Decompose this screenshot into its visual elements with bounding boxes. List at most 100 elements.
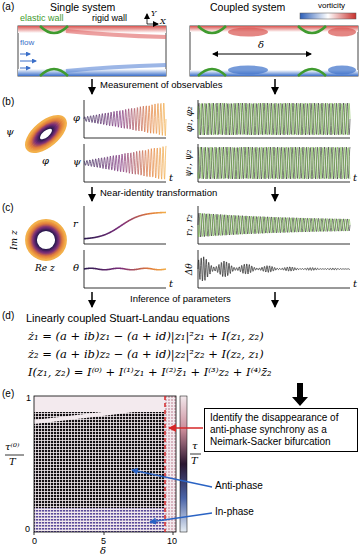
callout-text: Identify the disappearance of anti-phase…: [210, 412, 352, 448]
step-label: Inference of parameters: [130, 294, 231, 305]
axis-label: τ⁽⁰⁾: [5, 441, 19, 453]
flow-arrow: [274, 79, 276, 94]
phase-difference: [198, 257, 350, 281]
step-label: Near-identity transformation: [100, 188, 217, 199]
vortex: [328, 28, 356, 37]
shear-layer: [66, 31, 166, 37]
time-series: [198, 103, 350, 135]
axis-label: Im z: [9, 230, 19, 250]
phase-curve: [84, 268, 166, 270]
flow-arrow: [274, 292, 276, 307]
plot-axes: [198, 144, 350, 182]
phase-portrait: [32, 226, 59, 253]
wall-label: elastic wall: [20, 13, 64, 23]
time-series: [198, 147, 350, 179]
time-series: [84, 146, 166, 179]
axis-label: r₁, r₂: [184, 214, 194, 236]
plot-axes: [84, 144, 166, 182]
phase-label: In-phase: [215, 506, 254, 518]
leader-arrow: [150, 513, 212, 522]
tick-label: 1: [26, 393, 31, 403]
tick: [173, 532, 174, 535]
phase-portrait: [31, 225, 62, 256]
flow-label: flow: [20, 38, 34, 47]
plot-axes: [84, 100, 166, 138]
panel-label: (c): [2, 202, 14, 214]
bifurcation-line: [164, 396, 166, 532]
elastic-wall: [40, 26, 68, 33]
axis-label: X: [160, 17, 166, 26]
phase-portrait: [31, 225, 60, 254]
plot-region: [165, 396, 176, 532]
axis-label: t: [353, 172, 357, 184]
in-phase-region: [34, 508, 165, 532]
plot-frame: [34, 396, 176, 532]
plot-band: [34, 406, 165, 422]
phase-portrait: [30, 224, 63, 257]
axis-label: δ: [100, 545, 106, 557]
distance-label: δ: [258, 39, 264, 51]
tick: [34, 532, 35, 535]
axis-arrow: [147, 14, 148, 24]
equation: ż₁ = (a + ib)z₁ − (a + id)|z₁|²z₁ + I(z₁…: [28, 330, 264, 343]
phase-label: Anti-phase: [215, 480, 263, 492]
phase-portrait: [34, 228, 58, 252]
flow-arrow: [274, 187, 276, 201]
tick: [104, 532, 105, 535]
vortex: [228, 28, 268, 37]
phase-portrait: [29, 223, 64, 258]
plot-axes: [198, 250, 350, 288]
axis-label: t: [353, 278, 357, 290]
axis-label: φ: [42, 155, 49, 167]
tick-label: 0: [32, 536, 37, 546]
axis-label: θ: [73, 262, 79, 274]
shear-layer: [66, 65, 166, 71]
equation: ż₂ = (a + ib)z₂ − (a + id)|z₂|²z₂ + I(z₂…: [28, 348, 264, 361]
plot-ground: [34, 396, 176, 532]
phase-portrait: [36, 230, 56, 250]
plot-axes: [198, 100, 350, 138]
leader-arrow: [132, 470, 212, 487]
callout-box: Identify the disappearance of anti-phase…: [204, 408, 358, 452]
elastic-wall: [198, 69, 226, 76]
step-label: Measurement of observables: [100, 80, 223, 91]
panel-title: Single system: [50, 1, 115, 13]
panel-title: Coupled system: [210, 1, 285, 13]
elastic-wall: [40, 69, 68, 76]
axis-label: Δθ: [184, 263, 194, 275]
axis-label: ψ: [73, 156, 81, 168]
axis-label: ψ: [6, 126, 14, 138]
phase-portrait: [28, 222, 64, 258]
section-title: Linearly coupled Stuart-Landau equations: [26, 312, 230, 325]
panel-label: (e): [2, 388, 14, 400]
flow-arrow: [20, 61, 36, 62]
callout-arrow: [169, 427, 203, 429]
plot-axes: [84, 206, 166, 244]
distance-arrow: [213, 54, 311, 55]
channel: [190, 26, 358, 76]
axis-label: Re z: [35, 263, 55, 273]
amplitude-curve: [198, 213, 350, 237]
flow-arrow: [20, 68, 30, 69]
vortex: [328, 66, 356, 75]
panel-label: (a): [2, 1, 14, 13]
vortex: [228, 66, 268, 75]
phase-portrait: [35, 229, 57, 251]
colorbar-label: τ: [192, 440, 198, 452]
amplitude-curve: [84, 212, 166, 238]
axis-label: ψ₁, ψ₂: [184, 149, 194, 176]
axis-label: Y: [151, 9, 156, 18]
phase-portrait: [26, 220, 66, 260]
axis-label: t: [169, 172, 173, 184]
flow-arrow: [91, 79, 93, 94]
axis-arrow: [147, 24, 158, 25]
plot-axes: [198, 206, 350, 244]
axis-label: t: [169, 278, 173, 290]
flow-arrow: [20, 54, 30, 55]
time-series: [84, 103, 166, 136]
axis-label: φ: [73, 112, 80, 124]
flow-arrow: [91, 187, 93, 201]
flow-arrow: [91, 292, 93, 307]
equation: I(z₁, z₂) = I⁽⁰⁾ + I⁽¹⁾z₁ + I⁽²⁾z̄₁ + I⁽…: [28, 366, 272, 379]
